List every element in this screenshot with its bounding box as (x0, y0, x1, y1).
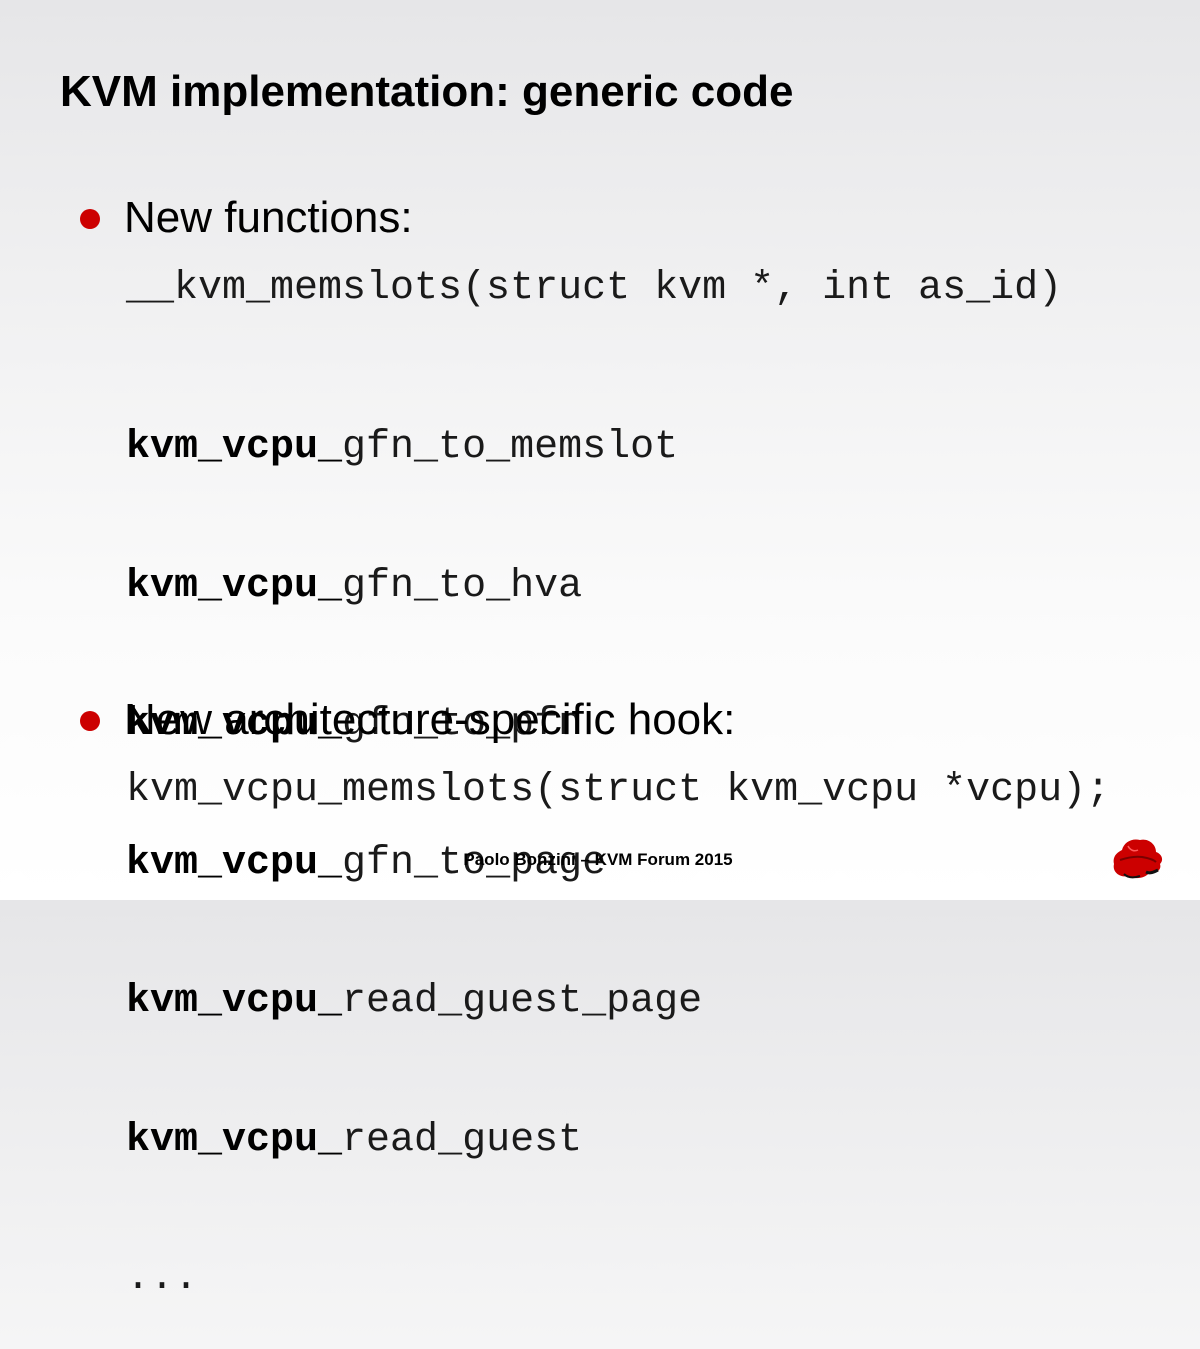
code-line: kvm_vcpu_read_guest_page (126, 978, 702, 1027)
footer-credit: Paolo Bonzini – KVM Forum 2015 (0, 848, 1200, 872)
code-prefix: kvm_vcpu_ (126, 425, 343, 470)
code-rest: gfn_to_pfn (342, 702, 583, 747)
code-prefix: kvm_vcpu_ (126, 702, 343, 747)
code-line: kvm_vcpu_gfn_to_hva (126, 563, 702, 612)
code-rest: read_guest (342, 1117, 583, 1163)
bullet-dot-icon (80, 711, 100, 731)
code-rest: gfn_to_page (342, 840, 607, 886)
footer-text: Paolo Bonzini – KVM Forum 2015 (463, 850, 733, 869)
code-rest: read_guest_page (342, 979, 703, 1024)
code-memslots-signature: __kvm_memslots(struct kvm *, int as_id) (126, 266, 1063, 311)
bullet-new-functions: New functions: (0, 188, 1200, 248)
code-line: kvm_vcpu_gfn_to_memslot (126, 424, 702, 473)
bullet-arch-hook: New architecture-specific hook: (0, 690, 1200, 750)
code-line: kvm_vcpu_read_guest (126, 1117, 702, 1166)
code-line: ... (126, 1255, 702, 1304)
code-function-list: kvm_vcpu_gfn_to_memslot kvm_vcpu_gfn_to_… (126, 334, 702, 1349)
code-prefix: kvm_vcpu_ (126, 979, 343, 1024)
bullet-label: New functions: (124, 193, 413, 242)
bullet-dot-icon (80, 209, 100, 229)
code-line: kvm_vcpu_gfn_to_pfn (126, 701, 702, 750)
code-rest: gfn_to_hva (342, 563, 583, 609)
slide-title: KVM implementation: generic code (60, 67, 794, 116)
code-line: kvm_vcpu_gfn_to_page (126, 840, 702, 889)
red-hat-logo-icon (1113, 839, 1163, 879)
bullet-label: New architecture-specific hook: (124, 695, 736, 744)
code-arch-hook-signature: kvm_vcpu_memslots(struct kvm_vcpu *vcpu)… (126, 768, 1111, 813)
code-rest: ... (126, 1256, 199, 1301)
code-prefix: kvm_vcpu_ (126, 1117, 343, 1163)
code-prefix: kvm_vcpu_ (126, 840, 343, 886)
code-prefix: kvm_vcpu_ (126, 563, 343, 609)
code-rest: gfn_to_memslot (342, 425, 679, 470)
